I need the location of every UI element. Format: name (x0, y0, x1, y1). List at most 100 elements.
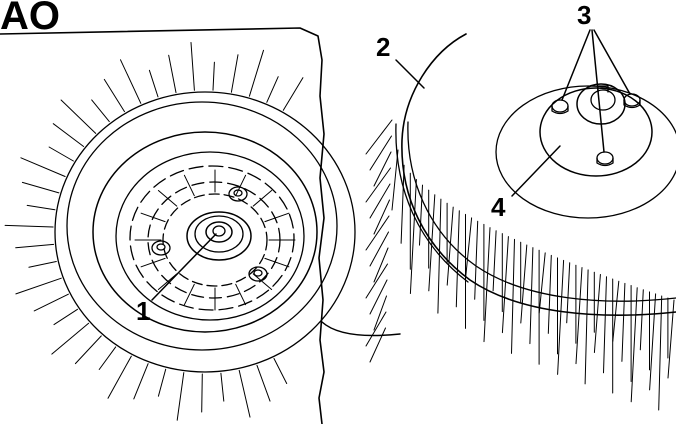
bristle-stroke (33, 293, 69, 312)
bristle-stroke (28, 261, 57, 268)
callout-1: 1 (136, 296, 151, 326)
bristle-stroke (103, 78, 125, 113)
drum-edge-shadow (395, 123, 469, 283)
bristle-stroke (26, 204, 56, 211)
bristle-stroke (74, 335, 102, 365)
bristle-stroke (603, 276, 607, 374)
spoke-ring-3 (162, 193, 268, 287)
bristle-stroke (51, 322, 90, 355)
bristle-stroke (511, 238, 515, 354)
callout-2: 2 (376, 32, 391, 62)
bristle-stroke (649, 293, 657, 391)
bristle-stroke (91, 99, 110, 123)
bristle-stroke (373, 247, 389, 283)
bristle-stroke (455, 210, 460, 308)
bristle-stroke (639, 289, 644, 351)
bristle-stroke (230, 54, 239, 93)
bristle-stroke (369, 183, 391, 219)
bristle-stroke (538, 252, 546, 314)
bristle-stroke (584, 269, 589, 385)
bristle-stroke (282, 77, 304, 111)
center-hub-outer (186, 211, 252, 261)
bristle-stroke (557, 259, 565, 375)
hub-disk (539, 87, 653, 177)
bristle-stroke (15, 243, 55, 249)
bristle-stroke (437, 198, 442, 314)
brush-inner-rim (66, 101, 338, 351)
partial-heading-text: AO (0, 0, 60, 38)
flange-plate (495, 85, 676, 219)
flange-bolt-right (623, 93, 641, 109)
flange-bolt-bottom (596, 151, 614, 167)
leader-line-1 (151, 233, 217, 301)
bristle-stroke (391, 149, 399, 211)
bristle-stroke (168, 54, 177, 94)
spoke-lines (134, 169, 296, 311)
spoke-segment (235, 174, 247, 197)
bristle-stroke (365, 167, 391, 203)
view-connector-line (321, 321, 401, 337)
hub-bolt-left (151, 240, 171, 256)
leader-line-3a (561, 29, 591, 101)
leader-line-3b (591, 29, 605, 153)
callout-4: 4 (491, 192, 506, 222)
bristle-stroke (248, 49, 264, 97)
bristle-stroke (266, 76, 279, 103)
bristle-stroke (20, 157, 66, 177)
bristle-stroke (446, 206, 454, 286)
spoke-segment (252, 273, 273, 290)
callout-3: 3 (577, 0, 592, 30)
bristle-stroke (593, 274, 601, 353)
spoke-segment (140, 257, 166, 268)
bristle-stroke (667, 299, 675, 379)
bristle-stroke (133, 363, 149, 400)
bristle-stroke (365, 215, 390, 251)
bristle-strokes-right (365, 119, 675, 411)
bristle-stroke (369, 135, 392, 171)
spoke-segment (183, 283, 195, 306)
bristle-stroke (400, 164, 405, 244)
bristle-stroke (238, 369, 251, 418)
bristle-stroke (48, 146, 74, 162)
spoke-segment (264, 257, 290, 268)
bristle-stroke (53, 308, 78, 326)
bristle-stroke (492, 230, 497, 292)
bristle-stroke (630, 287, 638, 403)
spoke-ring-1 (129, 165, 295, 311)
bristle-stroke (365, 263, 388, 299)
bristle-stroke (176, 372, 185, 421)
leader-line-3c (593, 29, 631, 95)
hub-plate-inner (115, 151, 305, 321)
bristle-stroke (547, 254, 552, 334)
bristle-stroke (419, 184, 423, 246)
spoke-segment (157, 273, 178, 290)
leader-line-2 (395, 59, 425, 89)
bristle-stroke (566, 262, 571, 324)
brush-outer-rim (54, 91, 356, 373)
bristle-stroke (483, 227, 491, 343)
bristle-stroke (4, 224, 54, 228)
leader-line-4 (511, 145, 561, 197)
center-hub-bore (212, 225, 226, 237)
left-brush-view (0, 27, 356, 424)
bristle-stroke (220, 372, 225, 402)
bristle-stroke (621, 282, 626, 362)
bristle-stroke (107, 355, 132, 399)
bristle-stroke (373, 295, 387, 331)
bristle-stroke (369, 279, 388, 315)
right-brush-view (365, 29, 676, 411)
hub-bolt-top (228, 186, 248, 202)
bristle-stroke (501, 236, 509, 334)
bristle-stroke (529, 247, 534, 345)
bristle-stroke (256, 364, 271, 402)
bristle-stroke (21, 181, 60, 194)
bristle-stroke (474, 220, 479, 300)
bristle-stroke (575, 267, 583, 365)
bristle-stroke (120, 59, 142, 104)
spoke-segment (252, 190, 273, 207)
bristle-stroke (201, 373, 203, 413)
spoke-segment (140, 212, 166, 223)
center-hub-boss (205, 221, 233, 243)
spoke-segment (235, 283, 247, 306)
bristle-stroke (409, 179, 417, 294)
